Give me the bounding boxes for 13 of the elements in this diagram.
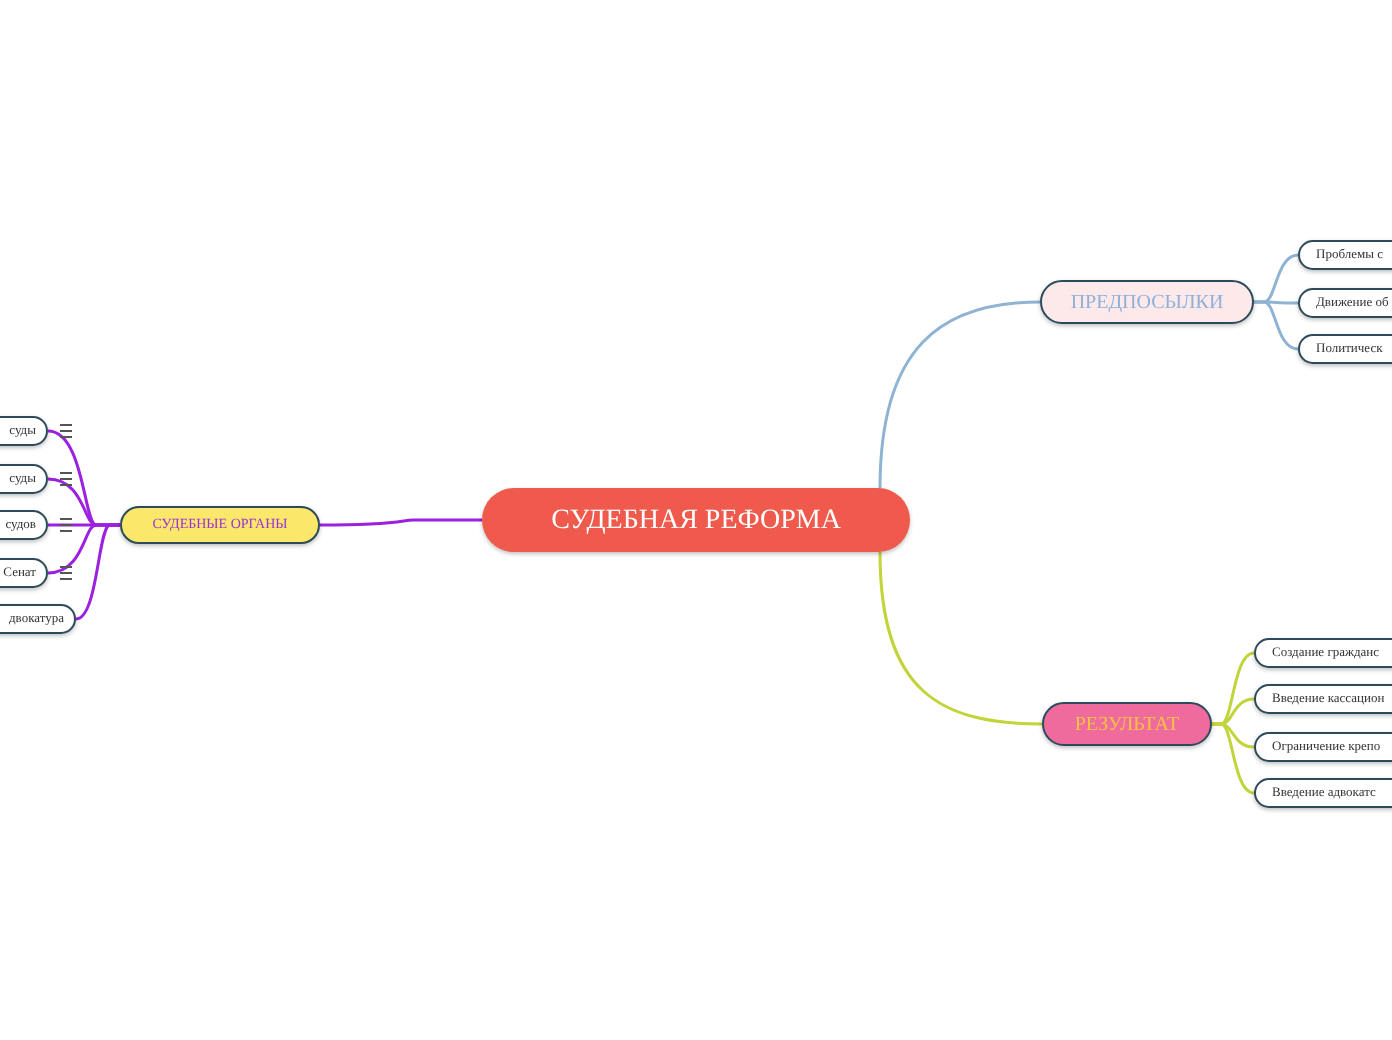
connector — [75, 523, 120, 621]
topic-text: РЕЗУЛЬТАТ — [1074, 711, 1180, 739]
connector — [1212, 722, 1255, 795]
connector — [320, 518, 482, 527]
main-topic — [120, 506, 320, 544]
topic-text: ПРЕДПОСЫЛКИ — [1070, 289, 1224, 317]
central-topic — [482, 488, 910, 552]
connector — [878, 300, 1041, 489]
main-topic — [1040, 280, 1254, 324]
connector — [1254, 300, 1299, 351]
topic-text: СУДЕБНАЯ РЕФОРМА — [551, 503, 841, 539]
connector — [878, 551, 1043, 726]
main-topic — [1042, 702, 1212, 746]
